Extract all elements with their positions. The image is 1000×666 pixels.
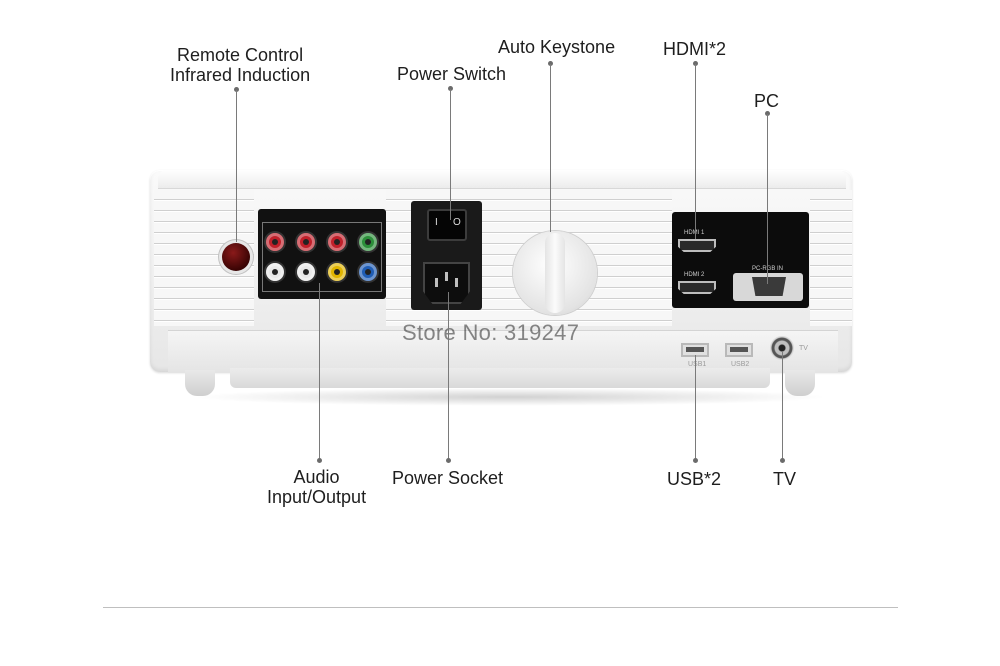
audio-jack-white-1 [266, 263, 284, 281]
left-foot [185, 370, 215, 396]
pc-label: PC [754, 91, 780, 111]
usb-leader-line [695, 355, 696, 461]
audio-jack-white-2 [297, 263, 315, 281]
audio-jack-red-2 [297, 233, 315, 251]
keystone-dial-grip [545, 233, 565, 313]
auto-keystone-label: Auto Keystone [498, 37, 616, 57]
right-foot [785, 370, 815, 396]
power-switch-leader-line [450, 89, 451, 220]
video-jack-yellow [328, 263, 346, 281]
audio-video-panel [258, 209, 386, 299]
remote-leader-line [236, 90, 237, 242]
power-switch[interactable] [427, 209, 467, 241]
socket-pin-center [445, 272, 448, 281]
tv-label: TV [773, 469, 797, 489]
pc-leader-line [767, 114, 768, 284]
audio-video-jack-frame [262, 222, 382, 292]
tv-leader-line [782, 352, 783, 461]
right-vent-grille [810, 190, 852, 326]
usb-label: USB*2 [667, 469, 722, 489]
power-socket-label: Power Socket [392, 468, 504, 488]
power-switch-callout-dot [448, 86, 453, 91]
power-socket [423, 262, 470, 304]
hdmi-label: HDMI*2 [663, 39, 727, 59]
pc-callout-dot [765, 111, 770, 116]
bottom-divider [103, 607, 898, 608]
hdmi2-tag: HDMI 2 [684, 272, 705, 278]
usb-callout-dot [693, 458, 698, 463]
power-socket-callout-dot [446, 458, 451, 463]
projector-base [230, 368, 770, 388]
store-watermark: Store No: 319247 [402, 320, 580, 345]
component-jack-green [359, 233, 377, 251]
projector-shadow [190, 388, 830, 406]
infrared-sensor [222, 243, 250, 271]
usb-port-2[interactable] [725, 343, 753, 357]
component-jack-red [328, 233, 346, 251]
tv-callout-dot [780, 458, 785, 463]
keystone-callout-dot [548, 61, 553, 66]
hdmi-port-2[interactable] [678, 281, 716, 294]
remote-control-label: Remote Control Infrared Induction [170, 45, 311, 85]
switch-off-mark: O [453, 217, 461, 228]
audio-label: Audio Input/Output [267, 467, 367, 507]
remote-callout-dot [234, 87, 239, 92]
vga-port[interactable] [752, 277, 786, 296]
hdmi-leader-line [695, 64, 696, 239]
switch-on-mark: I [435, 217, 438, 228]
audio-leader-line [319, 283, 320, 461]
socket-pin-left [435, 278, 438, 287]
audio-jack-red-1 [266, 233, 284, 251]
hdmi1-tag: HDMI 1 [684, 230, 705, 236]
usb1-tag: USB1 [688, 361, 707, 368]
hdmi-port-1[interactable] [678, 239, 716, 252]
usb2-tag: USB2 [731, 361, 750, 368]
tv-port-tag: TV [799, 345, 808, 352]
keystone-leader-line [550, 64, 551, 232]
power-socket-leader-line [448, 292, 449, 460]
projector-top-rim [158, 170, 846, 189]
socket-pin-right [455, 278, 458, 287]
audio-callout-dot [317, 458, 322, 463]
hdmi-callout-dot [693, 61, 698, 66]
component-jack-blue [359, 263, 377, 281]
power-switch-label: Power Switch [397, 64, 507, 84]
